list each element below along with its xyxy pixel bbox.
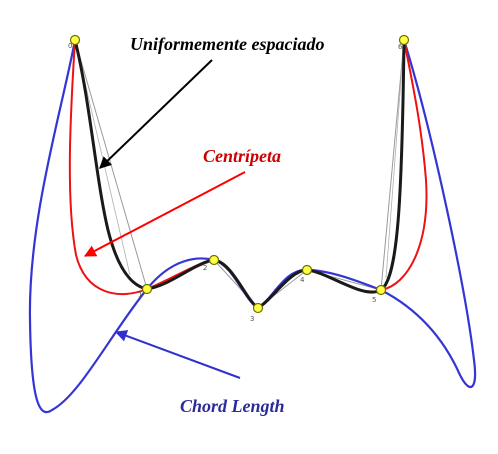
control-polygon-segment bbox=[385, 39, 405, 279]
centripetal-arrow bbox=[83, 171, 246, 257]
control-point bbox=[398, 34, 410, 46]
uniform-arrow bbox=[99, 59, 213, 169]
chord-length-arrow bbox=[114, 330, 241, 379]
control-point bbox=[141, 283, 153, 295]
control-point bbox=[69, 34, 81, 46]
point-index-label: 2 bbox=[203, 264, 207, 272]
point-index-label: 6 bbox=[398, 43, 403, 51]
point-index-label: 1 bbox=[138, 291, 142, 299]
control-point bbox=[375, 284, 387, 296]
centripetal-label: Centrípeta bbox=[203, 146, 281, 166]
control-point bbox=[301, 264, 313, 276]
point-index-label: 5 bbox=[372, 296, 376, 304]
point-index-label: 3 bbox=[250, 315, 254, 323]
chord-length-label: Chord Length bbox=[180, 396, 285, 416]
point-index-label: 0 bbox=[68, 42, 72, 50]
point-index-label: 4 bbox=[300, 276, 305, 284]
uniform-curve bbox=[73, 39, 406, 310]
control-point bbox=[252, 302, 264, 314]
uniform-label: Uniformemente espaciado bbox=[130, 34, 324, 54]
control-points bbox=[69, 34, 410, 314]
chord-length-curve bbox=[28, 39, 477, 413]
control-point bbox=[208, 254, 220, 266]
